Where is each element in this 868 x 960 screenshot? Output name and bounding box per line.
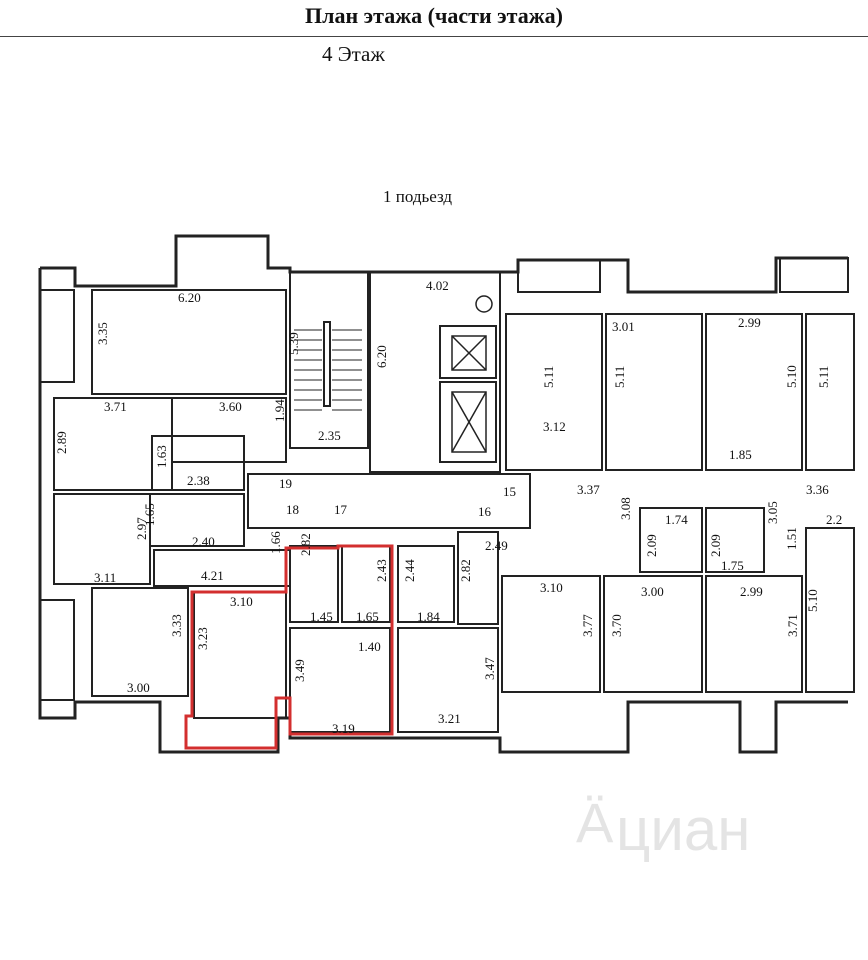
dimension-label: 2.49 xyxy=(485,538,508,553)
dimension-label: 1.85 xyxy=(729,447,752,462)
dimension-label: 1.45 xyxy=(310,609,333,624)
dimension-label: 3.49 xyxy=(292,659,307,682)
dimension-label: 3.11 xyxy=(94,570,116,585)
dimension-label: 3.47 xyxy=(482,657,497,680)
dimension-label: 2.38 xyxy=(187,473,210,488)
dimension-label: 6.20 xyxy=(374,345,389,368)
dimension-label: 1.84 xyxy=(417,609,440,624)
dimension-label: 3.70 xyxy=(609,614,624,637)
dimension-label: 2.82 xyxy=(298,533,313,556)
stairs xyxy=(294,321,368,449)
dimension-label: 3.12 xyxy=(543,419,566,434)
dimension-label: 1.94 xyxy=(272,399,287,422)
dimension-label: 5.11 xyxy=(612,366,627,388)
dimension-label: 2.82 xyxy=(458,559,473,582)
room-number-label: 16 xyxy=(478,504,492,519)
walls xyxy=(38,234,855,754)
dimension-label: 3.08 xyxy=(618,497,633,520)
room-number-label: 19 xyxy=(279,476,292,491)
floor-label: 4 Этаж xyxy=(322,42,385,66)
cian-watermark: Ä циан xyxy=(576,791,750,863)
room-number-label: 18 xyxy=(286,502,299,517)
dimension-label: 3.00 xyxy=(127,680,150,695)
room-number-label: 15 xyxy=(503,484,516,499)
dimension-label: 2.99 xyxy=(740,584,763,599)
page-title: План этажа (части этажа) xyxy=(304,3,563,28)
dimension-labels: 6.20 3.35 5.39 6.20 4.02 2.35 3.71 3.60 1.94 2.89… xyxy=(54,278,842,736)
dimension-label: 3.37 xyxy=(577,482,600,497)
dimension-label: 3.23 xyxy=(195,627,210,650)
dimension-label: 2.43 xyxy=(374,559,389,582)
dimension-label: 5.39 xyxy=(286,332,301,355)
dimension-label: 3.21 xyxy=(438,711,461,726)
dimension-label: 4.02 xyxy=(426,278,449,293)
dimension-label: 1.66 xyxy=(268,531,283,554)
room-number-label: 17 xyxy=(334,502,348,517)
dimension-label: 2.40 xyxy=(192,534,215,549)
dimension-label: 2.44 xyxy=(402,559,417,582)
dimension-label: 2.09 xyxy=(708,534,723,557)
dimension-label: 3.19 xyxy=(332,721,355,736)
dimension-label: 3.36 xyxy=(806,482,829,497)
entrance-label: 1 подьезд xyxy=(383,187,453,206)
dimension-label: 3.71 xyxy=(104,399,127,414)
watermark-mark: Ä xyxy=(576,791,614,854)
dimension-label: 2.97 xyxy=(134,517,149,540)
dimension-label: 5.10 xyxy=(805,589,820,612)
watermark-text: циан xyxy=(616,796,750,863)
dimension-label: 3.33 xyxy=(169,614,184,637)
dimension-label: 1.65 xyxy=(142,503,157,526)
dimension-label: 1.74 xyxy=(665,512,688,527)
dimension-label: 3.10 xyxy=(230,594,253,609)
title-bar: План этажа (части этажа) xyxy=(0,0,868,37)
dimension-label: 2.99 xyxy=(738,315,761,330)
dimension-label: 1.65 xyxy=(356,609,379,624)
dimension-label: 3.00 xyxy=(641,584,664,599)
elevator-shafts xyxy=(451,295,493,453)
dimension-label: 1.51 xyxy=(784,527,799,550)
dimension-label: 6.20 xyxy=(178,290,201,305)
highlighted-apartment-outline xyxy=(184,544,394,750)
dimension-label: 3.10 xyxy=(540,580,563,595)
dimension-label: 3.05 xyxy=(765,501,780,524)
dimension-label: 3.77 xyxy=(580,614,595,637)
dimension-label: 3.01 xyxy=(612,319,635,334)
room-number-labels: 19 18 17 16 15 xyxy=(279,476,516,519)
dimension-label: 4.21 xyxy=(201,568,224,583)
dimension-label: 2.35 xyxy=(318,428,341,443)
dimension-label: 3.71 xyxy=(785,614,800,637)
dimension-label: 2.89 xyxy=(54,431,69,454)
dimension-label: 5.10 xyxy=(784,365,799,388)
dimension-label: 3.60 xyxy=(219,399,242,414)
dimension-label: 3.35 xyxy=(95,322,110,345)
dimension-label: 1.75 xyxy=(721,558,744,573)
dimension-label: 1.63 xyxy=(154,445,169,468)
dimension-label: 5.11 xyxy=(816,366,831,388)
dimension-label: 1.40 xyxy=(358,639,381,654)
dimension-label: 2.2 xyxy=(826,512,842,527)
dimension-label: 2.09 xyxy=(644,534,659,557)
dimension-label: 5.11 xyxy=(541,366,556,388)
